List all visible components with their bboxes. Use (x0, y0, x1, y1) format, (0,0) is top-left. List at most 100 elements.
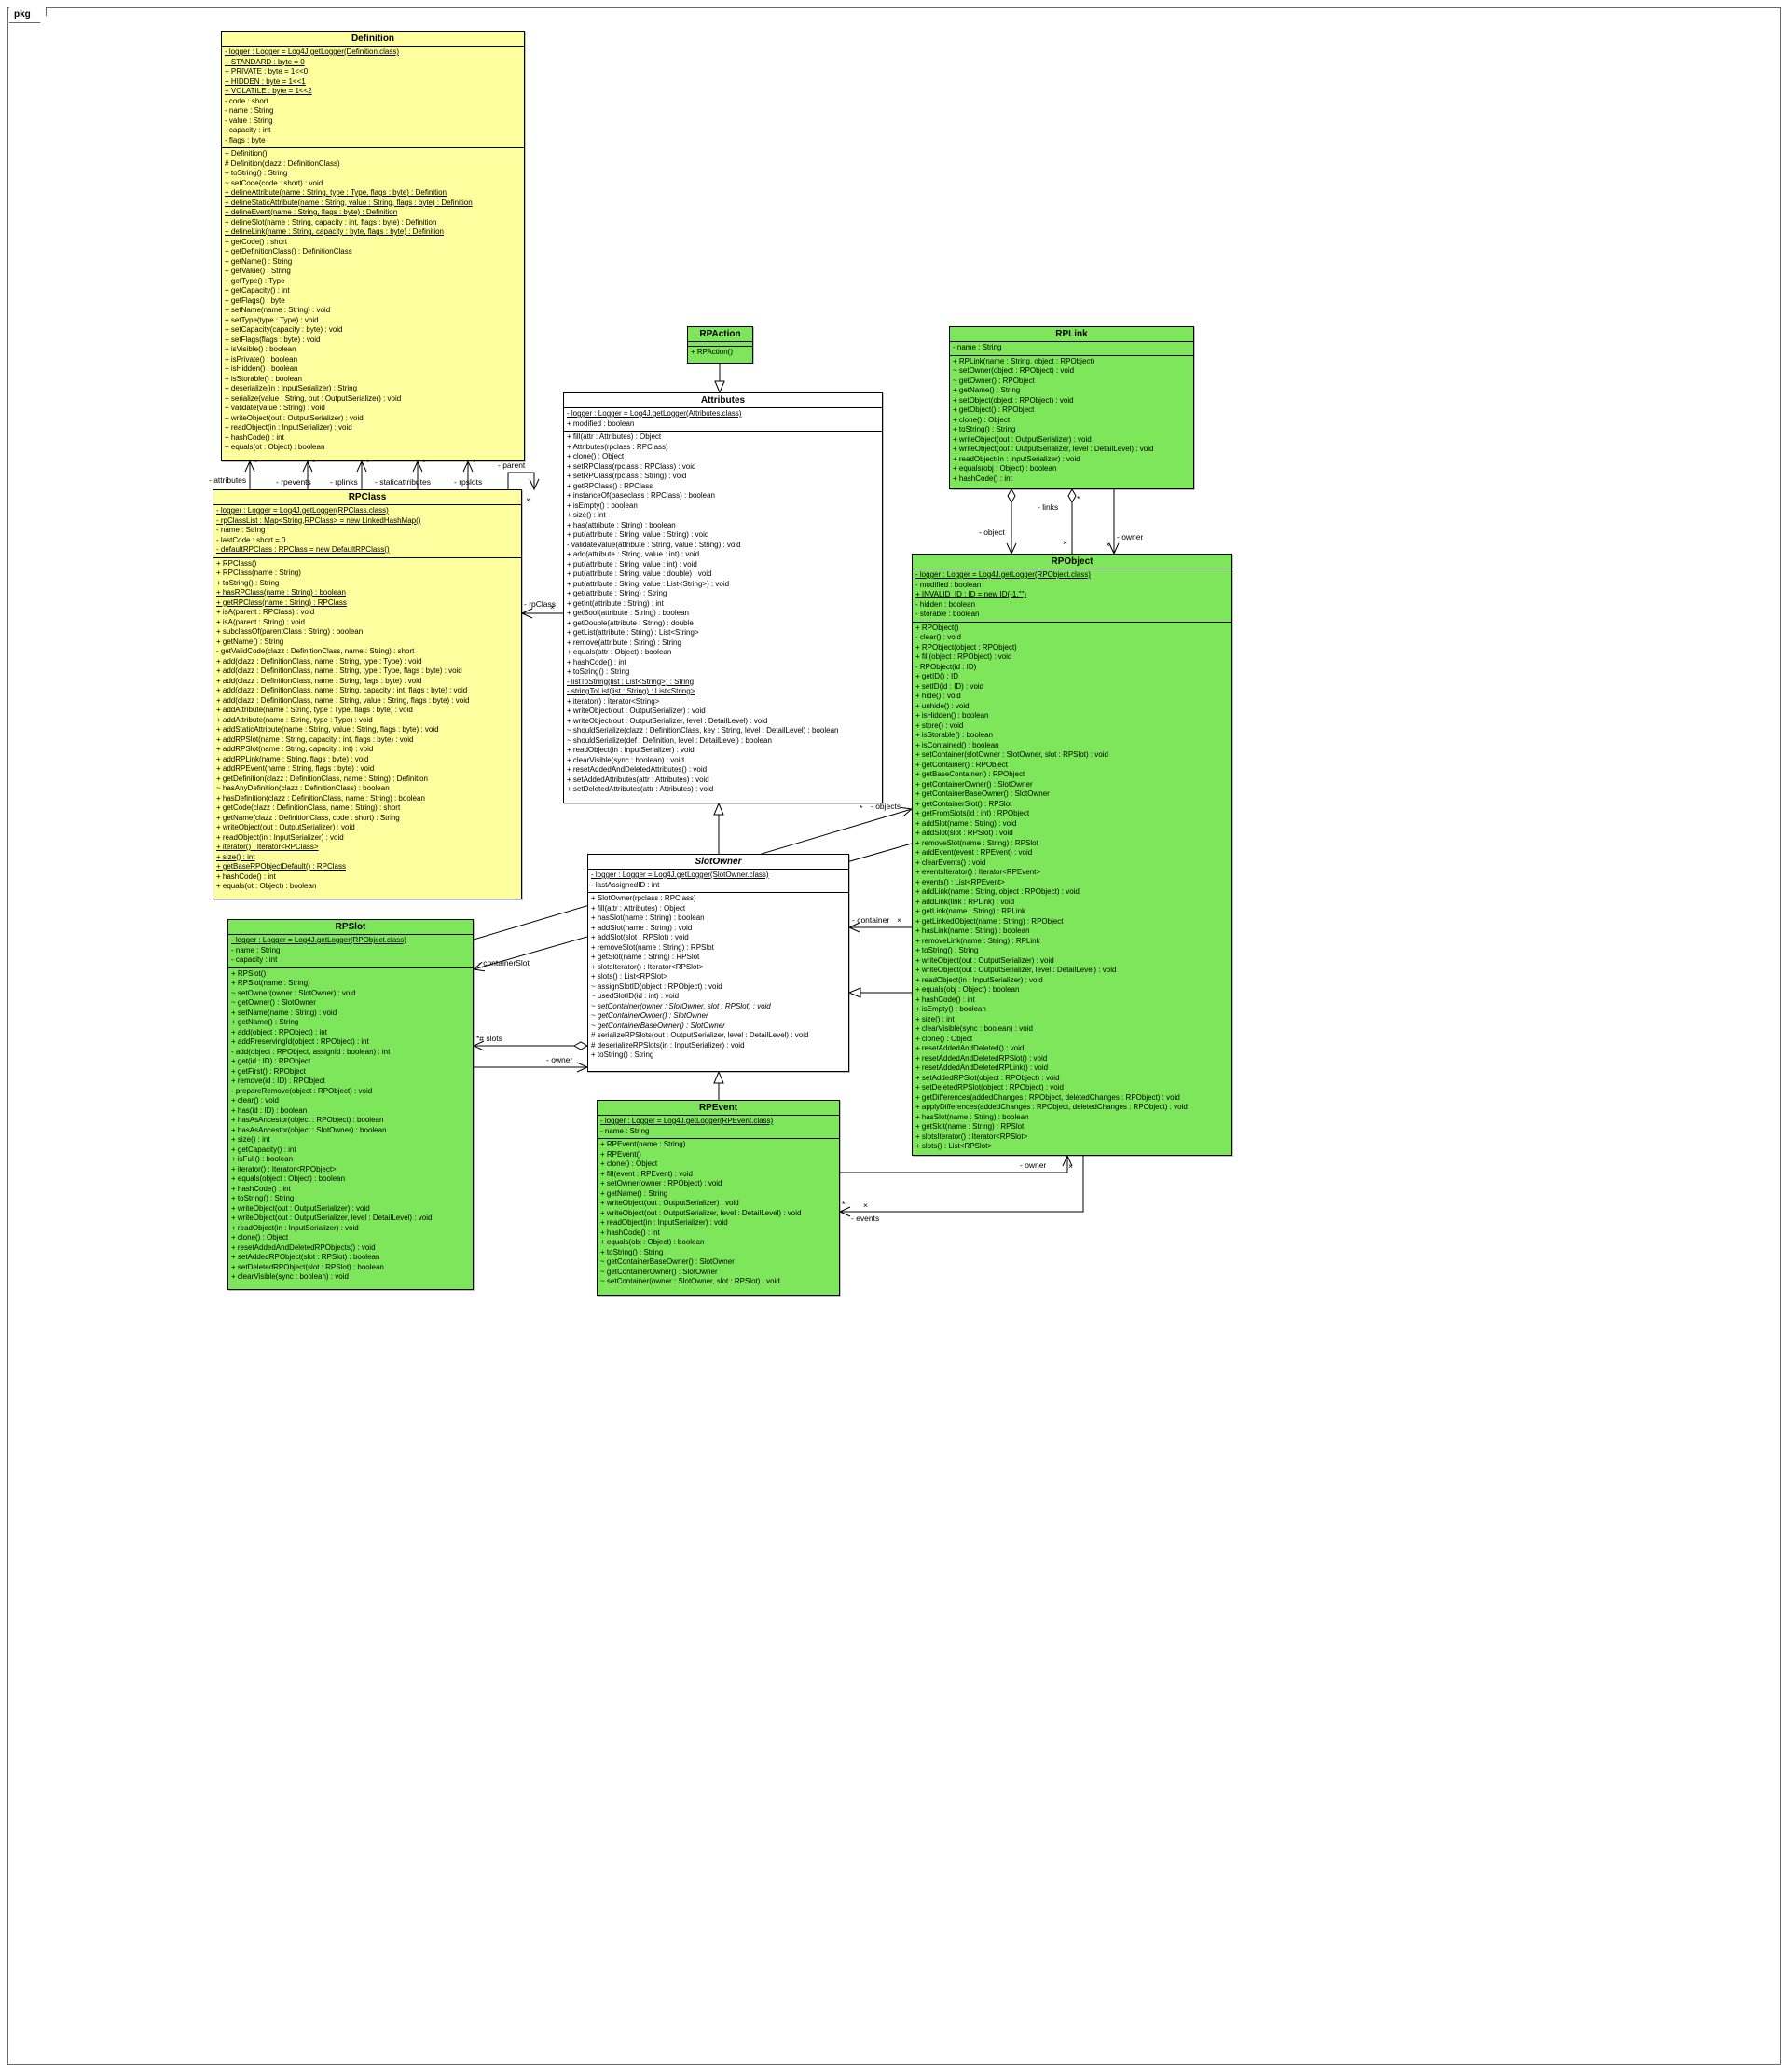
uml-member: - logger : Logger = Log4J.getLogger(Attr… (567, 409, 742, 418)
class-rplink[interactable]: RPLink - name : String + RPLink(name : S… (949, 326, 1194, 489)
edge-label-owner: - owner (546, 1055, 573, 1064)
class-rpobject[interactable]: RPObject - logger : Logger = Log4J.getLo… (912, 554, 1232, 1156)
uml-member: + removeLink(name : String) : RPLink (915, 936, 1040, 945)
uml-member: - flags : byte (225, 135, 266, 144)
uml-member: + isA(parent : String) : void (216, 617, 305, 626)
uml-member: + setID(id : ID) : void (915, 681, 984, 691)
uml-member: + fill(attr : Attributes) : Object (567, 432, 662, 441)
uml-member: - logger : Logger = Log4J.getLogger(RPOb… (231, 936, 406, 944)
uml-member: + Definition() (225, 149, 268, 158)
uml-member: + getName() : String (231, 1018, 299, 1026)
uml-member: - lastAssignedID : int (591, 880, 660, 889)
uml-member: + setDeletedRPObject(slot : RPSlot) : bo… (231, 1262, 384, 1271)
uml-member: - name : String (231, 945, 281, 954)
uml-member: + equals(ot : Object) : boolean (216, 882, 317, 890)
uml-member: + toString() : String (231, 1194, 295, 1202)
uml-member: + setContainer(slotOwner : SlotOwner, sl… (915, 750, 1108, 759)
uml-member: + getRPClass(name : String) : RPClass (216, 597, 347, 607)
non-navigable-marker: × (863, 1201, 868, 1210)
class-attributes[interactable]: Attributes - logger : Logger = Log4J.get… (563, 392, 883, 803)
class-slotowner[interactable]: SlotOwner - logger : Logger = Log4J.getL… (587, 854, 849, 1072)
uml-member: + addRPLink(name : String, flags : byte)… (216, 754, 369, 763)
methods-compartment: + RPObject()- clear() : void+ RPObject(o… (913, 623, 1231, 1154)
uml-member: + equals(ot : Object) : boolean (225, 443, 325, 451)
uml-member: + readObject(in : InputSerializer) : voi… (600, 1218, 728, 1227)
attributes-compartment: - logger : Logger = Log4J.getLogger(RPOb… (913, 569, 1231, 623)
uml-member: ~ usedSlotID(id : int) : void (591, 992, 680, 1000)
uml-member: + getName() : String (953, 386, 1021, 394)
uml-member: + RPSlot() (231, 968, 267, 978)
uml-member: + put(attribute : String, value : List<S… (567, 579, 730, 588)
uml-member: + isEmpty() : boolean (567, 501, 638, 510)
uml-member: + add(clazz : DefinitionClass, name : St… (216, 676, 422, 685)
class-rpaction[interactable]: RPAction + RPAction() (687, 326, 753, 364)
multiplicity: * (366, 458, 370, 467)
uml-member: + slotsIterator() : Iterator<RPSlot> (915, 1132, 1028, 1141)
uml-member: + hashCode() : int (231, 1184, 291, 1193)
class-rpevent[interactable]: RPEvent - logger : Logger = Log4J.getLog… (597, 1100, 840, 1296)
uml-member: + size() : int (567, 511, 606, 519)
uml-member: + size() : int (216, 852, 255, 861)
uml-member: + resetAddedAndDeletedRPSlot() : void (915, 1053, 1048, 1063)
uml-member: - storable : boolean (915, 610, 980, 618)
uml-member: + equals(obj : Object) : boolean (953, 464, 1057, 473)
multiplicity: * (860, 803, 863, 813)
edge-label-rpevents: - rpevents (276, 477, 311, 487)
uml-member: + RPAction() (691, 348, 733, 356)
uml-member: + writeObject(out : OutputSerializer) : … (567, 707, 706, 715)
uml-member: + clone() : Object (567, 452, 625, 460)
uml-member: + SlotOwner(rpclass : RPClass) (591, 894, 696, 902)
class-rpslot[interactable]: RPSlot - logger : Logger = Log4J.getLogg… (227, 919, 474, 1290)
edge-label-rpclass: - rpClass (524, 599, 557, 609)
uml-member: + getID() : ID (915, 672, 959, 680)
edge-label-container: - container (852, 915, 890, 925)
uml-member: - RPObject(id : ID) (915, 662, 977, 671)
uml-member: + addSlot(name : String) : void (591, 923, 693, 932)
uml-member: + add(object : RPObject) : int (231, 1027, 327, 1036)
class-rpclass[interactable]: RPClass - logger : Logger = Log4J.getLog… (213, 489, 522, 899)
uml-member: + addAttribute(name : String, type : Typ… (216, 715, 373, 724)
uml-member: + isStorable() : boolean (915, 731, 993, 739)
uml-member: + clear() : void (231, 1096, 279, 1105)
uml-member: + hashCode() : int (953, 473, 1012, 483)
class-title: RPClass (213, 490, 521, 505)
uml-member: + defineStaticAttribute(name : String, v… (225, 198, 473, 207)
uml-member: + getBaseContainer() : RPObject (915, 770, 1025, 778)
uml-member: + addLink(link : RPLink) : void (915, 897, 1015, 906)
multiplicity: * (422, 458, 426, 467)
uml-member: ~ assignSlotID(object : RPObject) : void (591, 981, 722, 991)
uml-member: - code : short (225, 96, 268, 105)
uml-member: + fill(event : RPEvent) : void (600, 1169, 693, 1178)
uml-member: # Definition(clazz : DefinitionClass) (225, 158, 340, 168)
uml-member: + put(attribute : String, value : int) :… (567, 559, 697, 569)
class-definition[interactable]: Definition - logger : Logger = Log4J.get… (221, 31, 525, 461)
uml-member: + readObject(in : InputSerializer) : voi… (567, 746, 695, 754)
uml-member: + RPEvent(name : String) (600, 1140, 686, 1148)
non-navigable-marker: × (1106, 540, 1110, 549)
uml-member: + toString() : String (216, 578, 280, 587)
uml-member: + getList(attribute : String) : List<Str… (567, 628, 699, 637)
uml-member: - defaultRPClass : RPClass = new Default… (216, 545, 390, 554)
uml-member: + setAddedRPSlot(object : RPObject) : vo… (915, 1073, 1060, 1082)
uml-member: + iterator() : Iterator<RPObject> (231, 1164, 337, 1173)
uml-member: + addAttribute(name : String, type : Typ… (216, 706, 413, 714)
uml-member: + setName(name : String) : void (231, 1008, 337, 1017)
edge-label-slots: *# slots (476, 1034, 502, 1043)
uml-member: + RPSlot(name : String) (231, 979, 310, 987)
uml-member: - listToString(list : List<String>) : St… (567, 677, 695, 686)
methods-compartment: + fill(attr : Attributes) : Object+ Attr… (564, 432, 882, 797)
class-title: SlotOwner (588, 855, 848, 870)
uml-member: + INVALID_ID : ID = new ID(-1,"") (915, 590, 1026, 598)
multiplicity: * (1077, 494, 1080, 503)
uml-member: + setAddedRPObject(slot : RPSlot) : bool… (231, 1253, 380, 1261)
uml-member: ~ getContainerBaseOwner() : SlotOwner (591, 1021, 725, 1030)
uml-member: + readObject(in : InputSerializer) : voi… (225, 423, 352, 432)
uml-member: + hashCode() : int (600, 1228, 660, 1237)
uml-member: + clone() : Object (231, 1233, 289, 1242)
uml-member: + subclassOf(parentClass : String) : boo… (216, 627, 364, 636)
methods-compartment: + RPSlot()+ RPSlot(name : String)~ setOw… (228, 968, 473, 1284)
uml-member: + clone() : Object (953, 415, 1011, 424)
uml-member: + add(clazz : DefinitionClass, name : St… (216, 695, 470, 705)
class-title: Attributes (564, 393, 882, 408)
